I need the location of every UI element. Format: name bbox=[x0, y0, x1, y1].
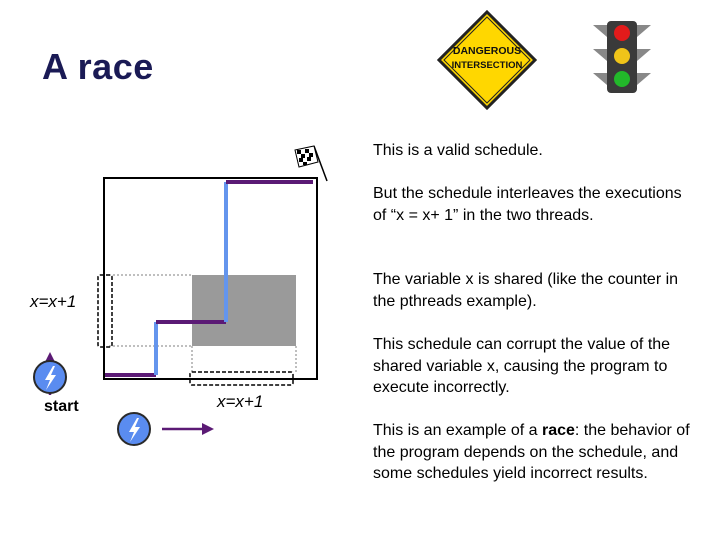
start-label: start bbox=[44, 398, 79, 416]
race-keyword: race bbox=[542, 422, 575, 439]
race-definition-text: This is an example of a race: the behavi… bbox=[373, 420, 693, 485]
corrupt-text: This schedule can corrupt the value of t… bbox=[373, 334, 693, 399]
valid-schedule-text: This is a valid schedule. bbox=[373, 140, 693, 162]
shared-variable-text: The variable x is shared (like the count… bbox=[373, 269, 693, 312]
interleave-text: But the schedule interleaves the executi… bbox=[373, 183, 693, 226]
lightning-bolt-icon bbox=[118, 413, 150, 445]
y-axis-label: x=x+1 bbox=[30, 292, 76, 312]
conflict-region bbox=[192, 275, 296, 346]
x-axis-label: x=x+1 bbox=[217, 392, 263, 412]
lightning-bolt-icon bbox=[34, 361, 66, 393]
race-text-before: This is an example of a bbox=[373, 422, 542, 439]
checkered-flag-icon bbox=[295, 146, 327, 181]
